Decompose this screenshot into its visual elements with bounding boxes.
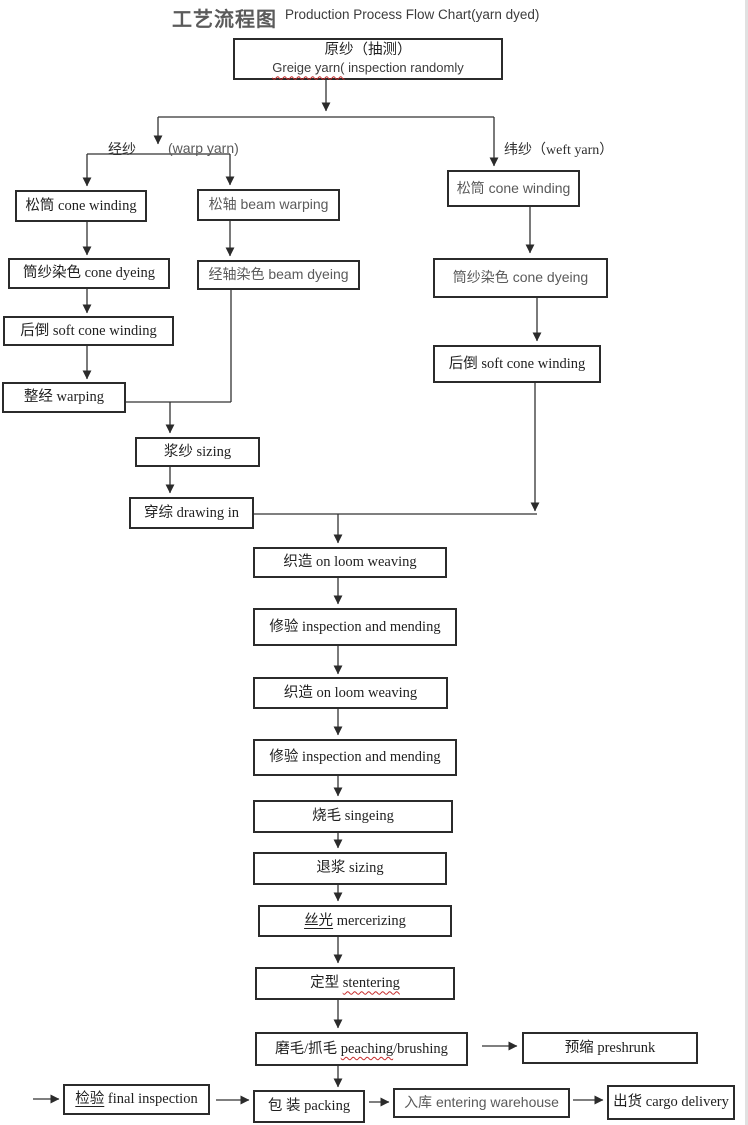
node-label-en: mercerizing xyxy=(336,912,406,929)
node-label-en: sizing xyxy=(348,860,384,877)
flow-node-beam-warping: 松轴 beam warping xyxy=(197,189,340,221)
flow-node-peaching-brushing: 磨毛/抓毛 peaching/brushing xyxy=(255,1032,468,1066)
flow-node-drawing-in: 穿综 drawing in xyxy=(129,497,254,529)
node-label-zh: 定型 xyxy=(310,975,340,992)
flow-node-weft-soft-cone-winding: 后倒 soft cone winding xyxy=(433,345,601,383)
flow-node-mending-1: 修验 inspection and mending xyxy=(253,608,457,646)
node-label-en: soft cone winding xyxy=(52,322,157,339)
node-label-en: on loom weaving xyxy=(316,684,418,701)
node-label-en: preshrunk xyxy=(597,1039,656,1056)
node-label-en: beam warping xyxy=(240,196,329,213)
node-label-zh: 包 装 xyxy=(267,1098,301,1115)
node-label-zh: 松筒 xyxy=(456,179,485,196)
node-label-en: Greige yarn( inspection randomly xyxy=(272,60,464,76)
node-label-en: soft cone winding xyxy=(481,355,586,372)
node-label-zh: 烧毛 xyxy=(312,808,342,825)
node-label-zh: 磨毛/抓毛 xyxy=(275,1040,338,1057)
flow-node-sizing: 浆纱 sizing xyxy=(135,437,260,467)
node-label-en: singeing xyxy=(344,808,394,825)
flow-node-weft-cone-dyeing: 筒纱染色 cone dyeing xyxy=(433,258,608,298)
flow-node-beam-dyeing: 经轴染色 beam dyeing xyxy=(197,260,360,290)
node-label-en: warping xyxy=(56,389,105,406)
page-edge-line xyxy=(745,0,748,1125)
node-label-zh: 出货 xyxy=(613,1094,643,1111)
node-label-zh: 整经 xyxy=(23,389,53,406)
flow-node-mercerizing: 丝光 mercerizing xyxy=(258,905,452,937)
node-label-zh: 松轴 xyxy=(208,196,237,213)
node-label-zh: 入库 xyxy=(404,1094,433,1111)
flow-node-warping: 整经 warping xyxy=(2,382,126,413)
flow-node-preshrunk: 预缩 preshrunk xyxy=(522,1032,698,1064)
node-label-zh: 预缩 xyxy=(564,1039,594,1056)
node-label-zh: 后倒 xyxy=(448,355,478,372)
node-label-en: cone winding xyxy=(488,179,571,196)
node-label-zh: 织造 xyxy=(283,684,313,701)
node-label-en: final inspection xyxy=(107,1091,198,1108)
node-label-zh: 检验 xyxy=(75,1091,105,1108)
flow-node-weaving-2: 织造 on loom weaving xyxy=(253,677,448,709)
flow-node-warp-cone-dyeing: 筒纱染色 cone dyeing xyxy=(8,258,170,289)
node-label-en: packing xyxy=(304,1098,351,1115)
node-label-en: inspection and mending xyxy=(302,749,441,766)
node-label-zh: 修验 xyxy=(269,749,299,766)
node-label-en: beam dyeing xyxy=(268,266,349,283)
flow-node-mending-2: 修验 inspection and mending xyxy=(253,739,457,776)
node-label-en: inspection and mending xyxy=(302,618,441,635)
flow-node-packing: 包 装 packing xyxy=(253,1090,365,1123)
node-label-zh: 后倒 xyxy=(20,322,50,339)
node-label-zh: 浆纱 xyxy=(163,443,193,460)
flow-node-weaving-1: 织造 on loom weaving xyxy=(253,547,447,578)
node-label-en: cone dyeing xyxy=(84,265,156,282)
node-label-zh: 松筒 xyxy=(25,197,55,214)
node-label-zh: 丝光 xyxy=(304,912,334,929)
node-label-en: cargo delivery xyxy=(645,1094,729,1111)
page-title-chinese: 工艺流程图 xyxy=(172,9,277,31)
node-label-zh: 修验 xyxy=(269,618,299,635)
flow-node-warp-cone-winding: 松筒 cone winding xyxy=(15,190,147,222)
node-label-en: cone dyeing xyxy=(512,269,589,286)
node-label-zh: 退浆 xyxy=(316,860,346,877)
node-label-zh: 筒纱染色 xyxy=(22,265,81,282)
node-label-zh: 经轴染色 xyxy=(208,266,265,283)
weft-label: 纬纱（weft yarn） xyxy=(504,143,614,158)
node-label-zh: 原纱（抽测） xyxy=(324,42,412,59)
node-label-zh: 织造 xyxy=(283,554,313,571)
flow-node-desizing: 退浆 sizing xyxy=(253,852,447,885)
node-label-en: stentering xyxy=(342,975,400,992)
node-label-en: entering warehouse xyxy=(435,1094,559,1111)
warp-label-en: (warp yarn) xyxy=(168,140,239,156)
node-label-en: cone winding xyxy=(58,197,137,214)
node-label-zh: 穿综 xyxy=(143,504,173,521)
flow-node-cargo-delivery: 出货 cargo delivery xyxy=(607,1085,735,1120)
flow-node-final-inspection: 检验 final inspection xyxy=(63,1084,210,1115)
flow-node-singeing: 烧毛 singeing xyxy=(253,800,453,833)
flow-node-warp-soft-cone-winding: 后倒 soft cone winding xyxy=(3,316,174,346)
node-label-zh: 筒纱染色 xyxy=(452,269,509,286)
node-label-en: sizing xyxy=(196,443,232,460)
flow-node-greige-yarn: 原纱（抽测）Greige yarn( inspection randomly xyxy=(233,38,503,80)
node-label-en: peaching/brushing xyxy=(340,1040,448,1057)
flow-node-stentering: 定型 stentering xyxy=(255,967,455,1000)
page-title-english: Production Process Flow Chart(yarn dyed) xyxy=(285,7,540,22)
flow-node-weft-cone-winding: 松筒 cone winding xyxy=(447,170,580,207)
flow-node-entering-warehouse: 入库 entering warehouse xyxy=(393,1088,570,1118)
node-label-en: drawing in xyxy=(176,504,240,521)
node-label-en: on loom weaving xyxy=(315,554,417,571)
warp-label-zh: 经纱 xyxy=(108,143,136,158)
